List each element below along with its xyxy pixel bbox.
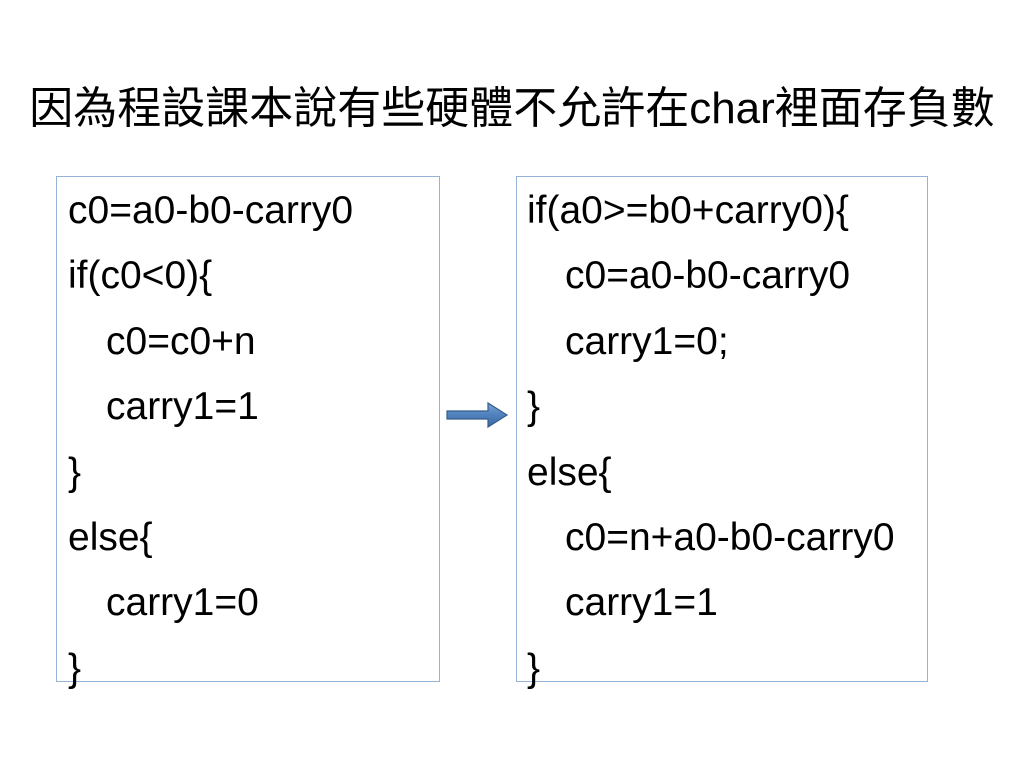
- code-line: }: [68, 450, 82, 494]
- code-box-rewritten: if(a0>=b0+carry0){ c0=a0-b0-carry0 carry…: [516, 176, 928, 690]
- slide-title: 因為程設課本說有些硬體不允許在char裡面存負數: [29, 84, 995, 133]
- code-line: }: [527, 646, 541, 690]
- code-line: c0=n+a0-b0-carry0: [565, 515, 895, 559]
- code-line: }: [527, 385, 541, 429]
- right-arrow-icon: [446, 401, 509, 429]
- code-line: if(c0<0){: [68, 254, 213, 298]
- code-line: c0=a0-b0-carry0: [565, 254, 851, 298]
- code-line: carry1=0: [106, 581, 259, 625]
- code-line: carry1=1: [106, 385, 259, 429]
- code-line: carry1=1: [565, 581, 718, 625]
- code-line: c0=c0+n: [106, 319, 256, 363]
- code-line: else{: [68, 515, 153, 559]
- code-line: if(a0>=b0+carry0){: [527, 189, 849, 232]
- arrow-shape: [446, 401, 509, 429]
- code-line: else{: [527, 450, 612, 494]
- code-box-original: c0=a0-b0-carry0 if(c0<0){ c0=c0+n carry1…: [56, 176, 440, 690]
- code-line: c0=a0-b0-carry0: [68, 189, 354, 232]
- code-line: }: [68, 646, 82, 690]
- code-line: carry1=0;: [565, 319, 729, 363]
